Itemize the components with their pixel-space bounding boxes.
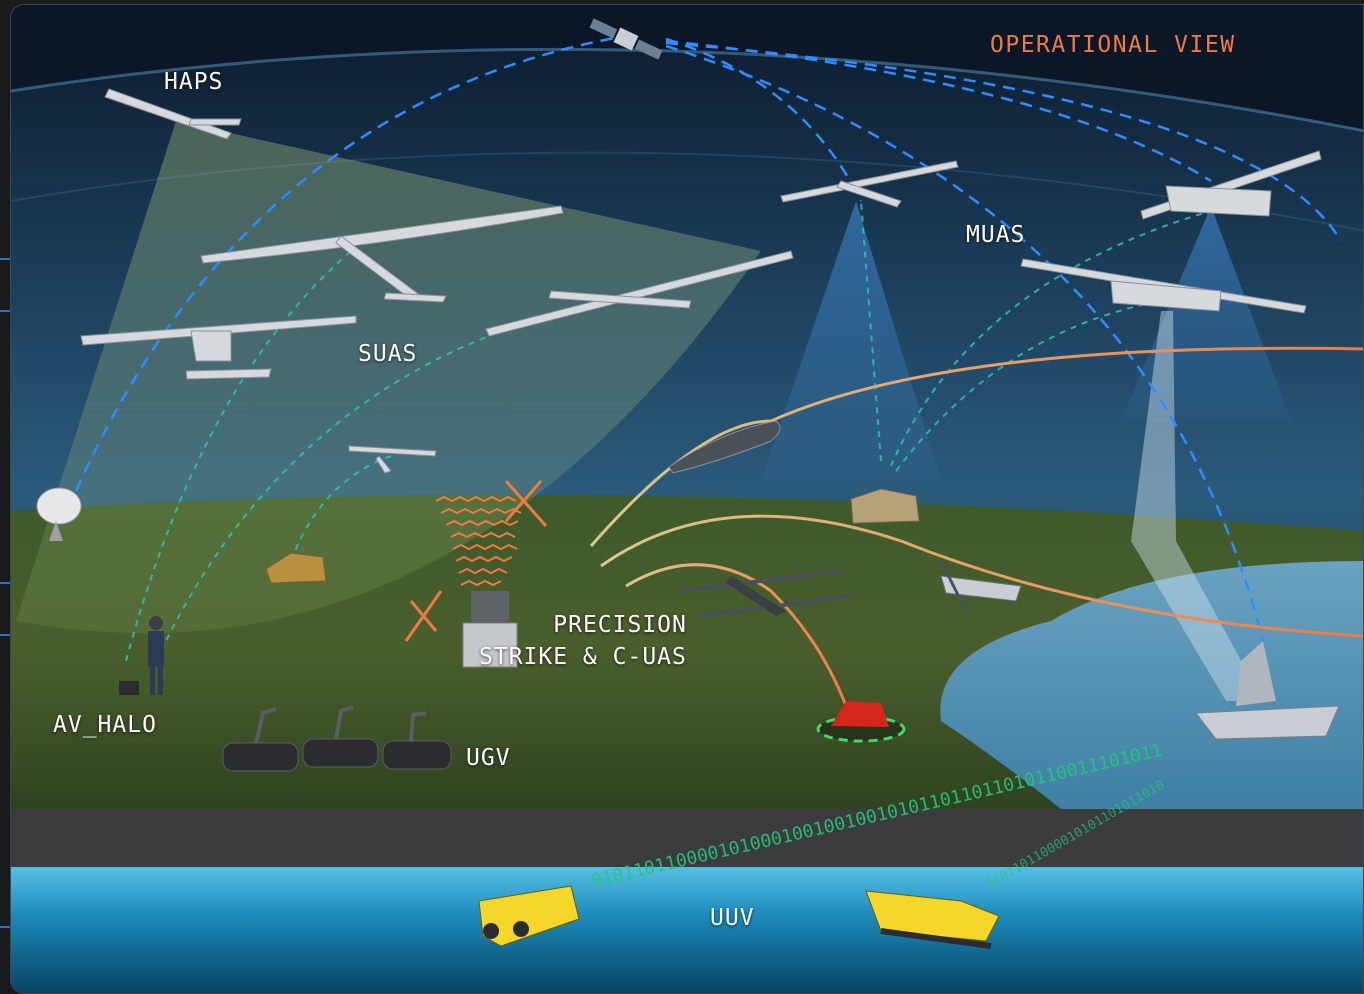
destroyer-ship-icon [1195, 641, 1340, 740]
suas-aircraft-icon [200, 205, 564, 303]
label-av-halo: AV_HALO [53, 712, 157, 738]
edge-tick [0, 926, 10, 928]
uuv-submersible-icon [865, 890, 1000, 949]
operational-view-panel: 0101101100001010001001001001010110110110… [10, 4, 1364, 994]
strike-trajectory [625, 563, 848, 707]
humvee-icon [265, 552, 327, 584]
muas-sensor-beam [1121, 206, 1291, 421]
strike-trajectory [600, 514, 1363, 638]
label-haps: HAPS [164, 69, 224, 95]
ground-station-dish-icon [36, 487, 82, 541]
domain-separator-band [11, 809, 1363, 867]
loitering-munition-icon [680, 569, 852, 618]
label-precision-strike: PRECISION STRIKE & C-UAS [479, 612, 687, 670]
cruise-missile-icon [668, 420, 781, 474]
loitering-munition-icon [939, 560, 1022, 612]
suas-aircraft-icon [348, 445, 437, 474]
quadcopter-icon [404, 480, 548, 642]
ugv-robot-icon [222, 705, 452, 772]
label-muas: MUAS [966, 222, 1026, 248]
target-vehicle-icon [816, 701, 906, 743]
cuas-jamming-waves [435, 495, 522, 587]
label-ugv: UGV [466, 745, 511, 771]
muas-aircraft-icon [1140, 150, 1322, 220]
binary-stream-layer: 0101101100001010001001001001010110110110… [589, 740, 1167, 893]
operator-icon [119, 616, 164, 695]
label-suas: SUAS [358, 341, 418, 367]
haps-aircraft-icon [104, 88, 242, 140]
atmosphere-edge [11, 47, 1363, 133]
underwater-layer [11, 867, 1363, 993]
suas-aircraft-icon [80, 315, 357, 380]
ship-downlink-beam [1131, 311, 1263, 701]
edge-tick [0, 310, 10, 312]
label-uuv: UUV [710, 905, 755, 931]
cuas-jammer-icon [462, 591, 518, 668]
page-title: OPERATIONAL VIEW [990, 32, 1236, 58]
suas-aircraft-icon [485, 250, 794, 337]
uuv-submersible-icon [478, 885, 580, 947]
muas-sensor-beam [761, 201, 941, 481]
satellite-icon [589, 18, 663, 60]
satellite-links [74, 34, 1343, 642]
haps-coverage-cone [16, 121, 761, 634]
scene-illustration [11, 5, 1363, 993]
edge-tick [0, 258, 10, 260]
military-truck-icon [850, 488, 920, 524]
left-edge-bar [0, 0, 10, 994]
space-band [11, 5, 1363, 131]
edge-tick [0, 582, 10, 584]
edge-tick [0, 634, 10, 636]
muas-aircraft-icon [1020, 258, 1307, 314]
binary-data-stream: 0101101100001010001001001001010110110110… [589, 740, 1164, 892]
muas-aircraft-icon [780, 160, 959, 208]
